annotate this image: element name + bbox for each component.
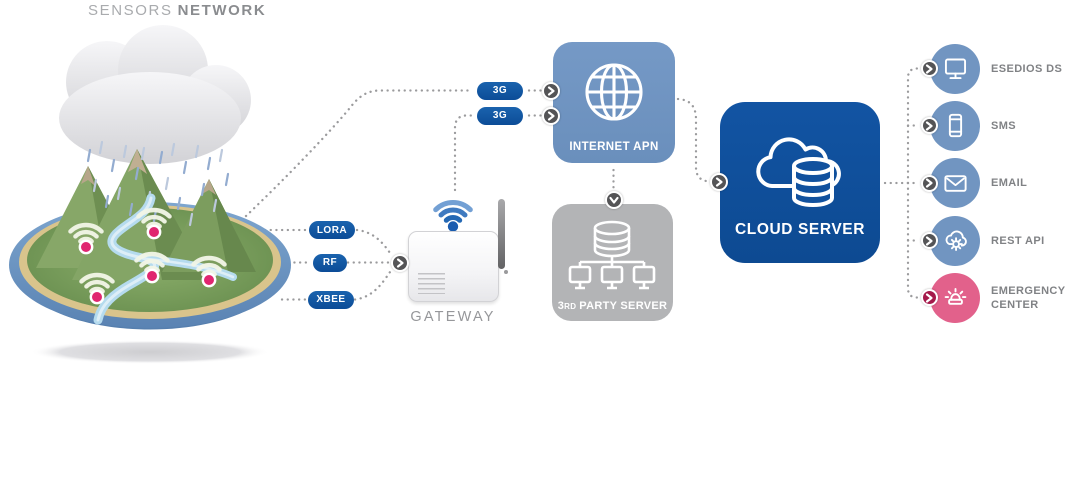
gateway-vents-icon [418,273,445,294]
globe-icon [585,63,643,121]
internet-apn-label: INTERNET APN [569,141,659,153]
title-bold: NETWORK [177,2,267,19]
rain-cloud [59,25,251,164]
endpoint-label: EMERGENCY CENTER [991,284,1065,311]
endpoint-esedios-ds [930,43,980,94]
chevron-down-icon [604,190,623,209]
gateway-label: GATEWAY [410,309,496,325]
chevron-right-icon [391,253,409,272]
gateway-device [408,231,499,302]
sensor-island-illustration [9,25,291,364]
chevron-right-icon [920,289,938,306]
chevron-right-icon [542,106,560,125]
endpoint-email [930,158,980,208]
smartphone-icon [948,113,962,138]
third-party-ordinal: RD [564,302,577,311]
gateway-wifi-icon [433,200,473,232]
cloud-server-node: CLOUD SERVER [720,102,880,263]
internet-apn-node: INTERNET APN [553,42,675,163]
link-pill-lora: LORA [309,221,355,239]
server-tree-icon [568,220,656,290]
chevron-right-icon [920,117,938,134]
endpoint-label: EMAIL [991,177,1028,189]
third-party-rest: PARTY SERVER [579,300,668,312]
chevron-right-icon [920,174,938,192]
envelope-icon [943,174,967,192]
chevron-right-icon [920,232,938,249]
link-pill-xbee: XBEE [308,290,354,309]
monitor-icon [944,58,966,80]
link-pill-3g-bottom: 3G [477,106,523,125]
endpoint-sms [930,100,980,151]
endpoint-label: SMS [991,119,1017,132]
gateway-led [504,270,508,274]
siren-icon [944,287,966,305]
chevron-right-icon [542,81,560,100]
endpoint-emergency-center [930,272,980,323]
chevron-right-icon [710,173,728,191]
link-pill-rf: RF [313,253,347,272]
endpoint-label: ESEDIOS DS [991,62,1063,75]
cloud-database-icon [756,137,841,207]
cloud-server-label: CLOUD SERVER [734,221,866,238]
title-light: SENSORS [88,2,173,19]
cloud-gear-icon [945,230,967,251]
endpoint-label: REST API [991,234,1045,247]
third-party-number: 3 [557,300,565,312]
island-shadow [30,340,270,364]
endpoint-rest-api [930,215,980,266]
chevron-right-icon [920,60,938,77]
link-pill-3g-top: 3G [477,81,523,100]
gateway-antenna [498,199,505,269]
